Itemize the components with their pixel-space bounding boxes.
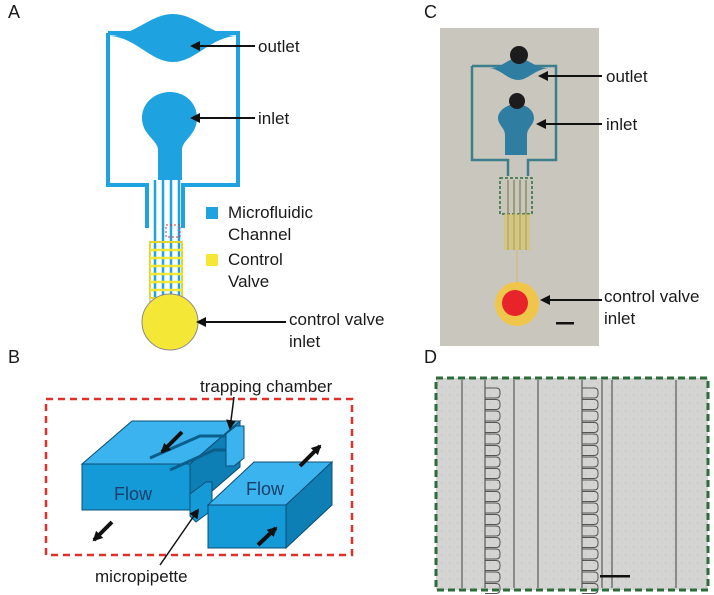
micrograph — [436, 378, 708, 590]
trap-chamber — [485, 468, 501, 479]
trap-chamber — [485, 387, 501, 399]
trap-chamber — [485, 514, 501, 525]
trap-chamber — [582, 560, 599, 571]
trap-array-right — [582, 387, 599, 594]
trapping-chamber — [225, 425, 245, 467]
legend-channel-swatch — [206, 207, 218, 219]
panel-b: B Flow Flow trapping chamber — [8, 347, 354, 586]
trap-chamber — [582, 479, 599, 491]
panel-d-letter: D — [424, 347, 437, 367]
label-micropipette: micropipette — [95, 567, 188, 586]
trap-chamber — [582, 387, 599, 399]
legend-channel-2: Channel — [228, 225, 291, 244]
trap-chamber — [582, 525, 599, 537]
trap-chamber — [485, 502, 501, 514]
trap-chamber — [582, 410, 599, 422]
label-valve-inlet-a-2: inlet — [289, 332, 320, 351]
trap-chamber — [485, 583, 501, 594]
trap-chamber — [485, 433, 501, 445]
label-trapping-chamber: trapping chamber — [200, 377, 333, 396]
trap-chamber — [582, 491, 599, 502]
trap-chamber — [485, 548, 501, 560]
label-outlet-c: outlet — [606, 67, 648, 86]
trap-chamber — [485, 456, 501, 468]
panel-a-letter: A — [8, 2, 20, 22]
trap-chamber — [582, 502, 599, 514]
trap-chamber — [485, 571, 501, 583]
trap-region-box-green — [499, 177, 533, 215]
legend-channel-1: Microfluidic — [228, 203, 314, 222]
label-valve-inlet-c-1: control valve — [604, 287, 699, 306]
panel-a: A outlet inlet Microflui — [8, 2, 384, 351]
trap-chamber — [582, 571, 599, 583]
panel-c-letter: C — [424, 2, 437, 22]
trap-chamber — [582, 445, 599, 456]
legend-valve-1: Control — [228, 250, 283, 269]
trap-chamber — [582, 514, 599, 525]
valve-lines — [150, 248, 182, 292]
trap-chamber — [582, 422, 599, 433]
label-valve-inlet-c-2: inlet — [604, 309, 635, 328]
scale-bar-d — [600, 575, 630, 578]
trap-chamber — [485, 491, 501, 502]
trap-chamber — [485, 479, 501, 491]
trap-chamber — [582, 399, 599, 410]
label-outlet-a: outlet — [258, 37, 300, 56]
trap-chamber — [485, 525, 501, 537]
trap-array-left — [485, 387, 501, 594]
trap-chamber — [582, 456, 599, 468]
micrograph-border-green — [434, 376, 710, 592]
flow-label-left: Flow — [114, 484, 153, 504]
label-valve-inlet-a-1: control valve — [289, 310, 384, 329]
inlet-port — [142, 92, 197, 180]
trap-chamber — [485, 537, 501, 548]
panel-b-letter: B — [8, 347, 20, 367]
trap-chamber — [485, 422, 501, 433]
label-inlet-c: inlet — [606, 115, 637, 134]
trap-chamber — [582, 548, 599, 560]
control-valve-inlet-port — [141, 293, 199, 351]
trap-chamber — [582, 468, 599, 479]
right-channel-block — [206, 460, 334, 550]
scale-bar-c — [556, 322, 574, 325]
trap-chamber — [582, 433, 599, 445]
label-inlet-a: inlet — [258, 109, 289, 128]
trap-chamber — [485, 399, 501, 410]
legend-valve-swatch — [206, 254, 218, 266]
trap-chamber — [485, 560, 501, 571]
trap-chamber — [582, 537, 599, 548]
outlet-port — [108, 14, 238, 62]
panel-d: D — [424, 347, 710, 594]
channel-lines — [153, 180, 181, 305]
legend-valve-2: Valve — [228, 272, 269, 291]
trap-highlight-box — [165, 224, 181, 238]
trap-chamber — [485, 410, 501, 422]
trap-chamber — [485, 445, 501, 456]
panel-c: C outlet inlet control valve inlet — [424, 2, 699, 346]
flow-label-right: Flow — [246, 479, 285, 499]
detail-box-red — [44, 397, 354, 557]
